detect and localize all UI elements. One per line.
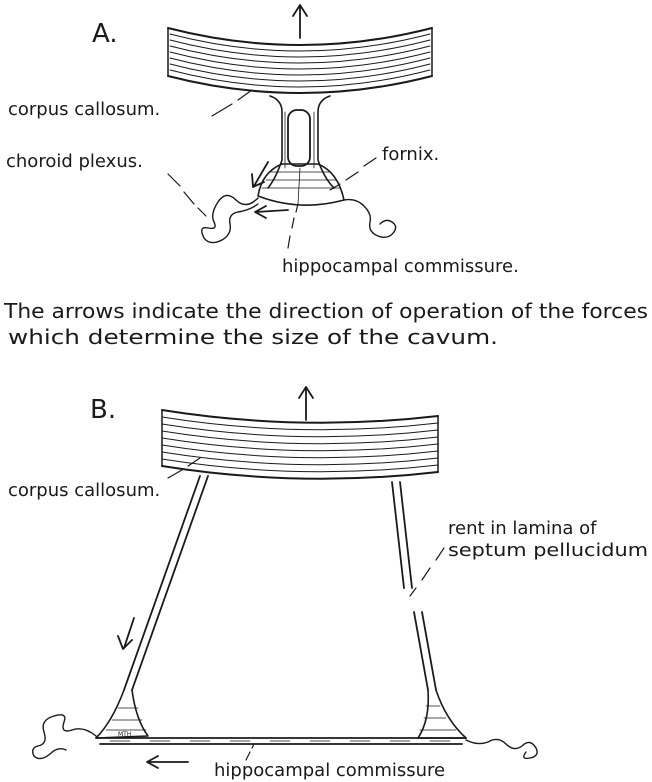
panel-a-choroid-plexus-left (202, 195, 258, 242)
panel-a-letter: A. (92, 19, 118, 49)
panel-a-septum (268, 96, 334, 188)
panel-b-letter: B. (90, 395, 116, 425)
panel-a-choroid-plexus-right (344, 200, 396, 238)
label-rent-line-2: septum pellucidum (448, 540, 648, 561)
caption-line-2: which determine the size of the cavum. (8, 325, 498, 349)
panel-b-hippocampal-commissure (96, 738, 466, 744)
leader-fornix (330, 158, 376, 190)
label-corpus-callosum-a: corpus callosum. (8, 99, 160, 120)
panel-b-left-arrow-icon (118, 618, 134, 649)
label-hippocampal-commissure-a: hippocampal commissure. (282, 256, 519, 277)
leader-hippocampal-commissure-b (246, 744, 254, 760)
panel-a: A. (6, 5, 519, 277)
panel-b-corpus-callosum (162, 410, 438, 479)
leader-corpus-callosum-a (212, 90, 252, 116)
artist-initials: MTH (118, 731, 131, 738)
caption: The arrows indicate the direction of ope… (3, 299, 648, 349)
panel-a-bottom-arrow-icon (255, 206, 288, 218)
panel-b-choroid-plexus-left (33, 715, 96, 759)
leader-rent (410, 548, 444, 596)
caption-line-1: The arrows indicate the direction of ope… (3, 299, 648, 323)
panel-b-left-lamina (96, 476, 208, 738)
label-hippocampal-commissure-b: hippocampal commissure (214, 760, 445, 781)
panel-b: B. (8, 387, 648, 781)
panel-a-left-arrow-icon (252, 162, 268, 187)
leader-hippocampal-commissure-a (288, 204, 298, 248)
panel-b-choroid-plexus-right (466, 739, 537, 758)
label-rent-line-1: rent in lamina of (448, 518, 597, 539)
label-corpus-callosum-b: corpus callosum. (8, 480, 160, 501)
label-fornix: fornix. (382, 144, 439, 165)
label-choroid-plexus: choroid plexus. (6, 151, 143, 172)
panel-b-bottom-arrow-icon (147, 756, 188, 768)
leader-choroid-plexus (168, 174, 206, 216)
panel-a-up-arrow-icon (293, 5, 307, 38)
panel-b-up-arrow-icon (299, 387, 313, 420)
